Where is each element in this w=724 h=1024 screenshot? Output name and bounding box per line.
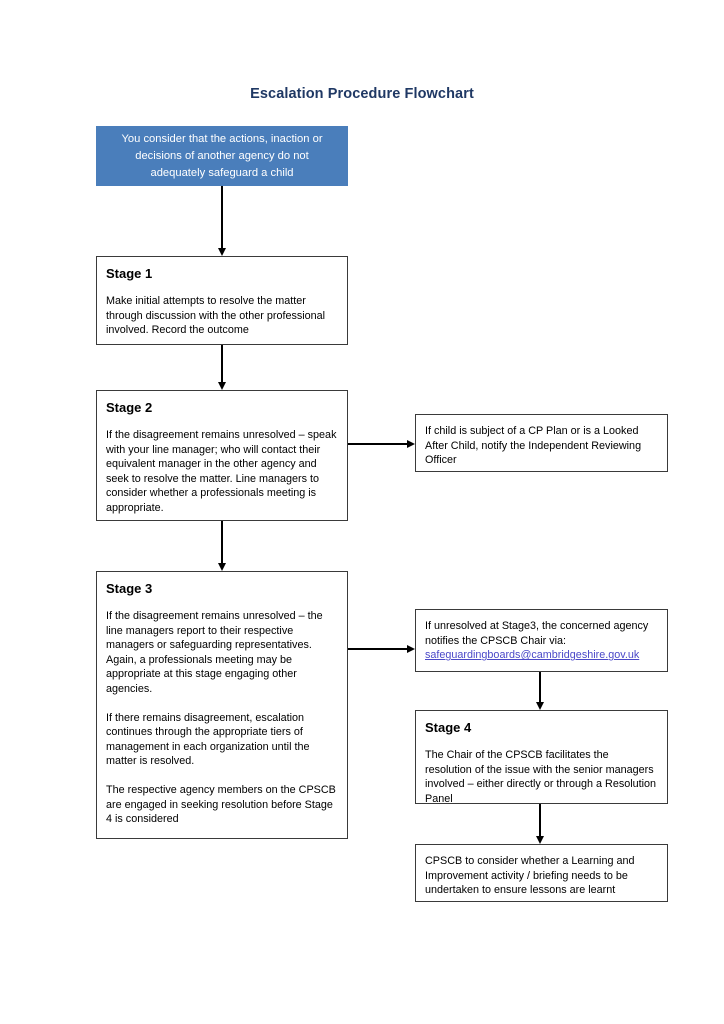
stage1-box: Stage 1 Make initial attempts to resolve… bbox=[96, 256, 348, 345]
intro-box: You consider that the actions, inaction … bbox=[96, 126, 348, 186]
stage2-heading: Stage 2 bbox=[106, 400, 153, 415]
intro-box-text: You consider that the actions, inaction … bbox=[121, 132, 323, 179]
stage4-box: Stage 4 The Chair of the CPSCB facilitat… bbox=[415, 710, 668, 805]
learning-improvement-note-box: CPSCB to consider whether a Learning and… bbox=[415, 844, 668, 902]
safeguarding-email-link[interactable]: safeguardingboards@cambridgeshire.gov.uk bbox=[425, 649, 640, 662]
stage2-body: If the disagreement remains unresolved –… bbox=[106, 429, 337, 514]
stage1-heading: Stage 1 bbox=[106, 266, 153, 281]
cp-plan-note-box: If child is subject of a CP Plan or is a… bbox=[415, 414, 668, 472]
page-title: Escalation Procedure Flowchart bbox=[250, 86, 474, 102]
stage3-paragraph-1: If the disagreement remains unresolved –… bbox=[106, 610, 323, 695]
stage1-body: Make initial attempts to resolve the mat… bbox=[106, 295, 326, 337]
stage3-heading: Stage 3 bbox=[106, 581, 153, 596]
cpscb-chair-note-email-line: safeguardingboards@cambridgeshire.gov.uk bbox=[425, 648, 658, 663]
stage3-paragraph-2: If there remains disagreement, escalatio… bbox=[106, 711, 310, 768]
stage4-body: The Chair of the CPSCB facilitates the r… bbox=[425, 749, 657, 805]
stage3-box: Stage 3 If the disagreement remains unre… bbox=[96, 571, 348, 839]
stage3-paragraph-3: The respective agency members on the CPS… bbox=[106, 783, 336, 826]
cpscb-chair-note-box: If unresolved at Stage3, the concerned a… bbox=[415, 609, 668, 672]
cp-plan-note-body: If child is subject of a CP Plan or is a… bbox=[425, 425, 642, 467]
stage4-heading: Stage 4 bbox=[425, 720, 472, 735]
stage2-box: Stage 2 If the disagreement remains unre… bbox=[96, 390, 348, 521]
learning-improvement-note-body: CPSCB to consider whether a Learning and… bbox=[425, 855, 635, 897]
cpscb-chair-note-body: If unresolved at Stage3, the concerned a… bbox=[425, 620, 649, 647]
